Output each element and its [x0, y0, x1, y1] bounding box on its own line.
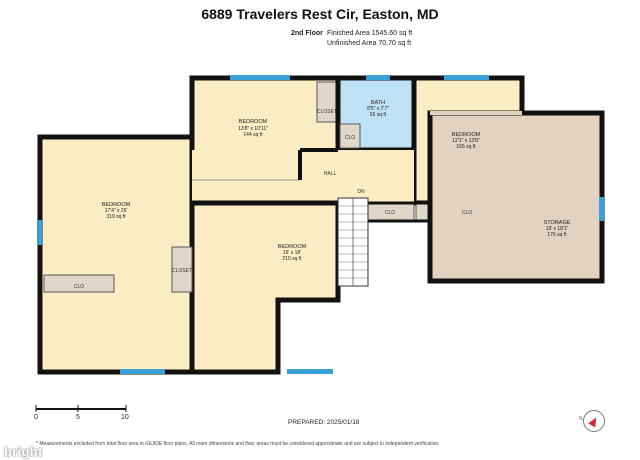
hall-nook [300, 150, 414, 200]
closet-center-label: CLOSET [172, 268, 192, 274]
closet-left-area [43, 274, 115, 293]
hall-label: HALL [324, 171, 337, 177]
bath-dims: 8'5" x 7'7" [367, 106, 389, 112]
storage-dims: 19' x 18'1" [546, 226, 569, 232]
closet-bath-label: CLO [345, 135, 355, 141]
bedroom-left-dims: 17'4" x 26' [105, 208, 128, 214]
watermark-logo: bright [4, 444, 43, 459]
bedroom-right-area-text: 165 sq ft [456, 144, 476, 150]
bath-area-text: 56 sq ft [370, 112, 387, 118]
unfinished-area: Unfinished Area 70.70 sq ft [327, 40, 412, 47]
storage-name: STORAGE [544, 220, 571, 226]
compass-letter: N [579, 416, 583, 422]
stairs-down-label: DN [357, 189, 365, 195]
closet-left-label: CLO [74, 284, 84, 290]
closet-center-area [171, 246, 193, 293]
bedroom-top-area-text: 144 sq ft [243, 132, 263, 138]
finished-area: Finished Area 1545.60 sq ft [327, 30, 413, 37]
scale-bar [35, 405, 127, 412]
bedroom-left-area [37, 134, 195, 375]
bedroom-center-name: BEDROOM [278, 244, 307, 250]
closet-top-area [316, 81, 337, 123]
closet-hall-label: CLO [385, 210, 395, 216]
bedroom-top-dims: 13'8" x 10'11" [238, 126, 268, 132]
stairs [337, 197, 369, 287]
scale-zero: 0 [34, 414, 38, 421]
bedroom-right-name: BEDROOM [452, 132, 481, 138]
bedroom-center-area-text: 210 sq ft [282, 256, 302, 262]
closet-top-label: CLOSET [317, 109, 337, 115]
storage-area-text: 176 sq ft [547, 232, 567, 238]
bedroom-right-dims: 12'1" x 13'8" [452, 138, 480, 144]
disclaimer: * Measurements excluded from total floor… [36, 441, 440, 447]
floor-label: 2nd Floor [291, 30, 323, 37]
bedroom-center-area [189, 200, 341, 375]
scale-ten: 10 [121, 414, 129, 421]
closet-right-label: CLO [462, 210, 472, 216]
windows [37, 75, 604, 374]
bedroom-left-area-text: 319 sq ft [106, 214, 126, 220]
page-title: 6889 Travelers Rest Cir, Easton, MD [201, 6, 439, 22]
bath-name: BATH [371, 100, 385, 106]
prepared-date: PREPARED: 2025/01/18 [288, 419, 360, 426]
north-arrow-icon [588, 415, 600, 427]
bedroom-center-dims: 16' x 18' [283, 250, 301, 256]
bedroom-left-name: BEDROOM [102, 202, 131, 208]
scale-five: 5 [76, 414, 80, 421]
compass-icon [583, 410, 605, 432]
bedroom-top-name: BEDROOM [239, 119, 268, 125]
closet-bath-area [339, 123, 361, 149]
